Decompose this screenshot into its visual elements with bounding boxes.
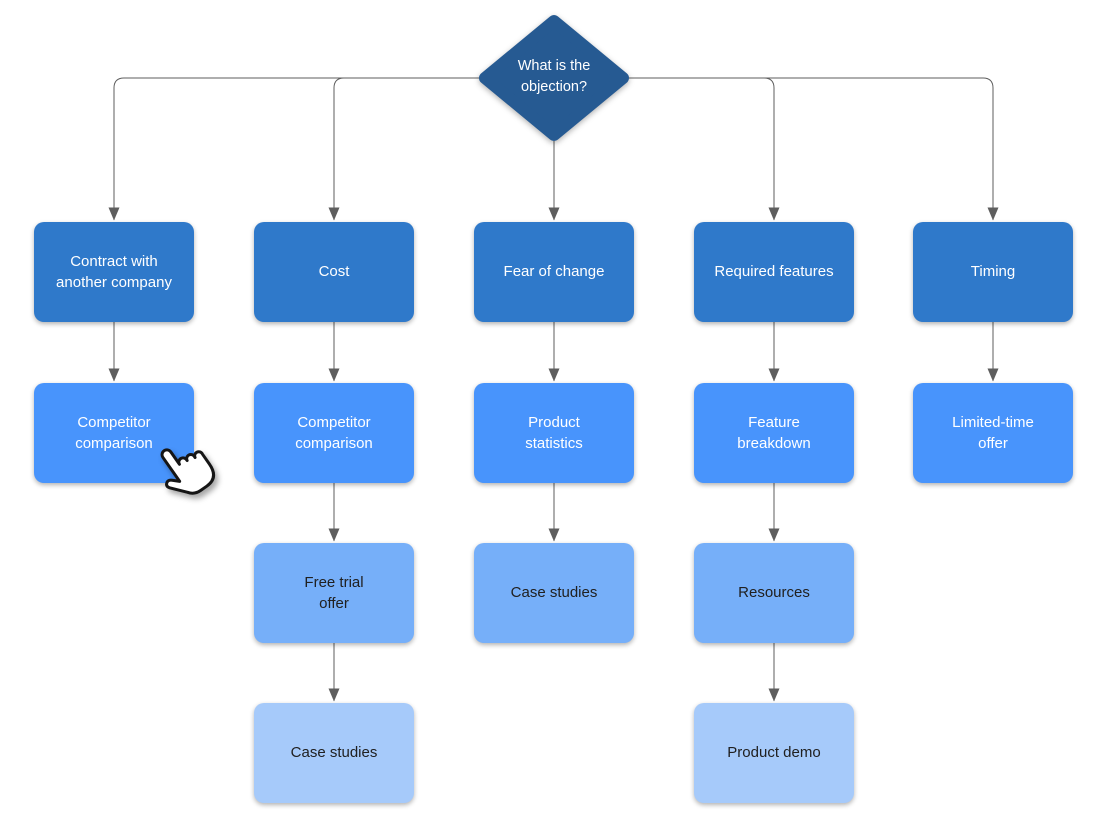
connector-question-to-contract	[108, 77, 479, 221]
node-competitor-comparison-1[interactable]: Competitor comparison	[34, 383, 194, 483]
node-contract-with-another-company[interactable]: Contract with another company	[34, 222, 194, 322]
node-cost[interactable]: Cost	[254, 222, 414, 322]
connector-question-to-cost	[328, 77, 479, 221]
node-feature-breakdown[interactable]: Feature breakdown	[694, 383, 854, 483]
node-product-statistics[interactable]: Product statistics	[474, 383, 634, 483]
node-required-features[interactable]: Required features	[694, 222, 854, 322]
node-case-studies-2[interactable]: Case studies	[474, 543, 634, 643]
node-limited-time-offer[interactable]: Limited-time offer	[913, 383, 1073, 483]
node-resources[interactable]: Resources	[694, 543, 854, 643]
decision-diamond[interactable]	[479, 15, 629, 141]
connector-question-to-timing	[629, 77, 999, 221]
connector-question-to-features	[629, 77, 780, 221]
node-fear-of-change[interactable]: Fear of change	[474, 222, 634, 322]
node-case-studies-1[interactable]: Case studies	[254, 703, 414, 803]
hand-pointer-cursor-icon	[160, 448, 215, 495]
node-competitor-comparison-2[interactable]: Competitor comparison	[254, 383, 414, 483]
node-product-demo[interactable]: Product demo	[694, 703, 854, 803]
node-timing[interactable]: Timing	[913, 222, 1073, 322]
node-free-trial-offer[interactable]: Free trial offer	[254, 543, 414, 643]
